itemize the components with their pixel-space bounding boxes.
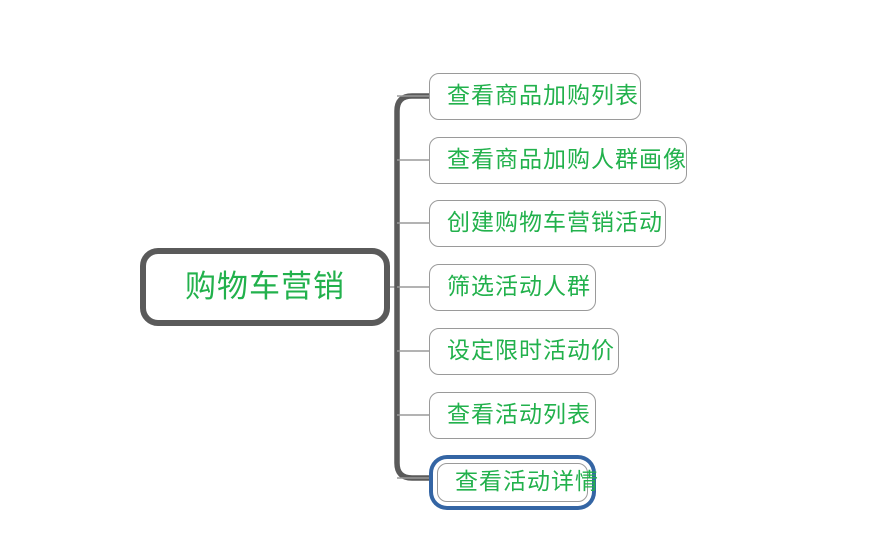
root-node-label: 购物车营销 bbox=[185, 268, 345, 305]
mindmap-node-3-label: 创建购物车营销活动 bbox=[447, 210, 663, 236]
mindmap-node-7[interactable]: 查看活动详情 bbox=[437, 463, 598, 502]
mindmap-node-1-label: 查看商品加购列表 bbox=[447, 83, 639, 109]
branch-spine bbox=[394, 93, 429, 481]
mindmap-node-1[interactable]: 查看商品加购列表 bbox=[429, 73, 641, 120]
mindmap-node-5-label: 设定限时活动价 bbox=[447, 338, 615, 364]
mindmap-node-5[interactable]: 设定限时活动价 bbox=[429, 328, 619, 375]
mindmap-node-3[interactable]: 创建购物车营销活动 bbox=[429, 200, 666, 247]
mindmap-node-4[interactable]: 筛选活动人群 bbox=[429, 264, 596, 311]
mindmap-node-6-label: 查看活动列表 bbox=[447, 402, 591, 428]
mindmap-node-2-label: 查看商品加购人群画像 bbox=[447, 147, 687, 173]
mindmap-node-6[interactable]: 查看活动列表 bbox=[429, 392, 596, 439]
mindmap-node-2[interactable]: 查看商品加购人群画像 bbox=[429, 137, 687, 184]
root-node[interactable]: 购物车营销 bbox=[140, 248, 390, 326]
mindmap-node-7-label: 查看活动详情 bbox=[455, 469, 599, 495]
mindmap-node-4-label: 筛选活动人群 bbox=[447, 274, 591, 300]
